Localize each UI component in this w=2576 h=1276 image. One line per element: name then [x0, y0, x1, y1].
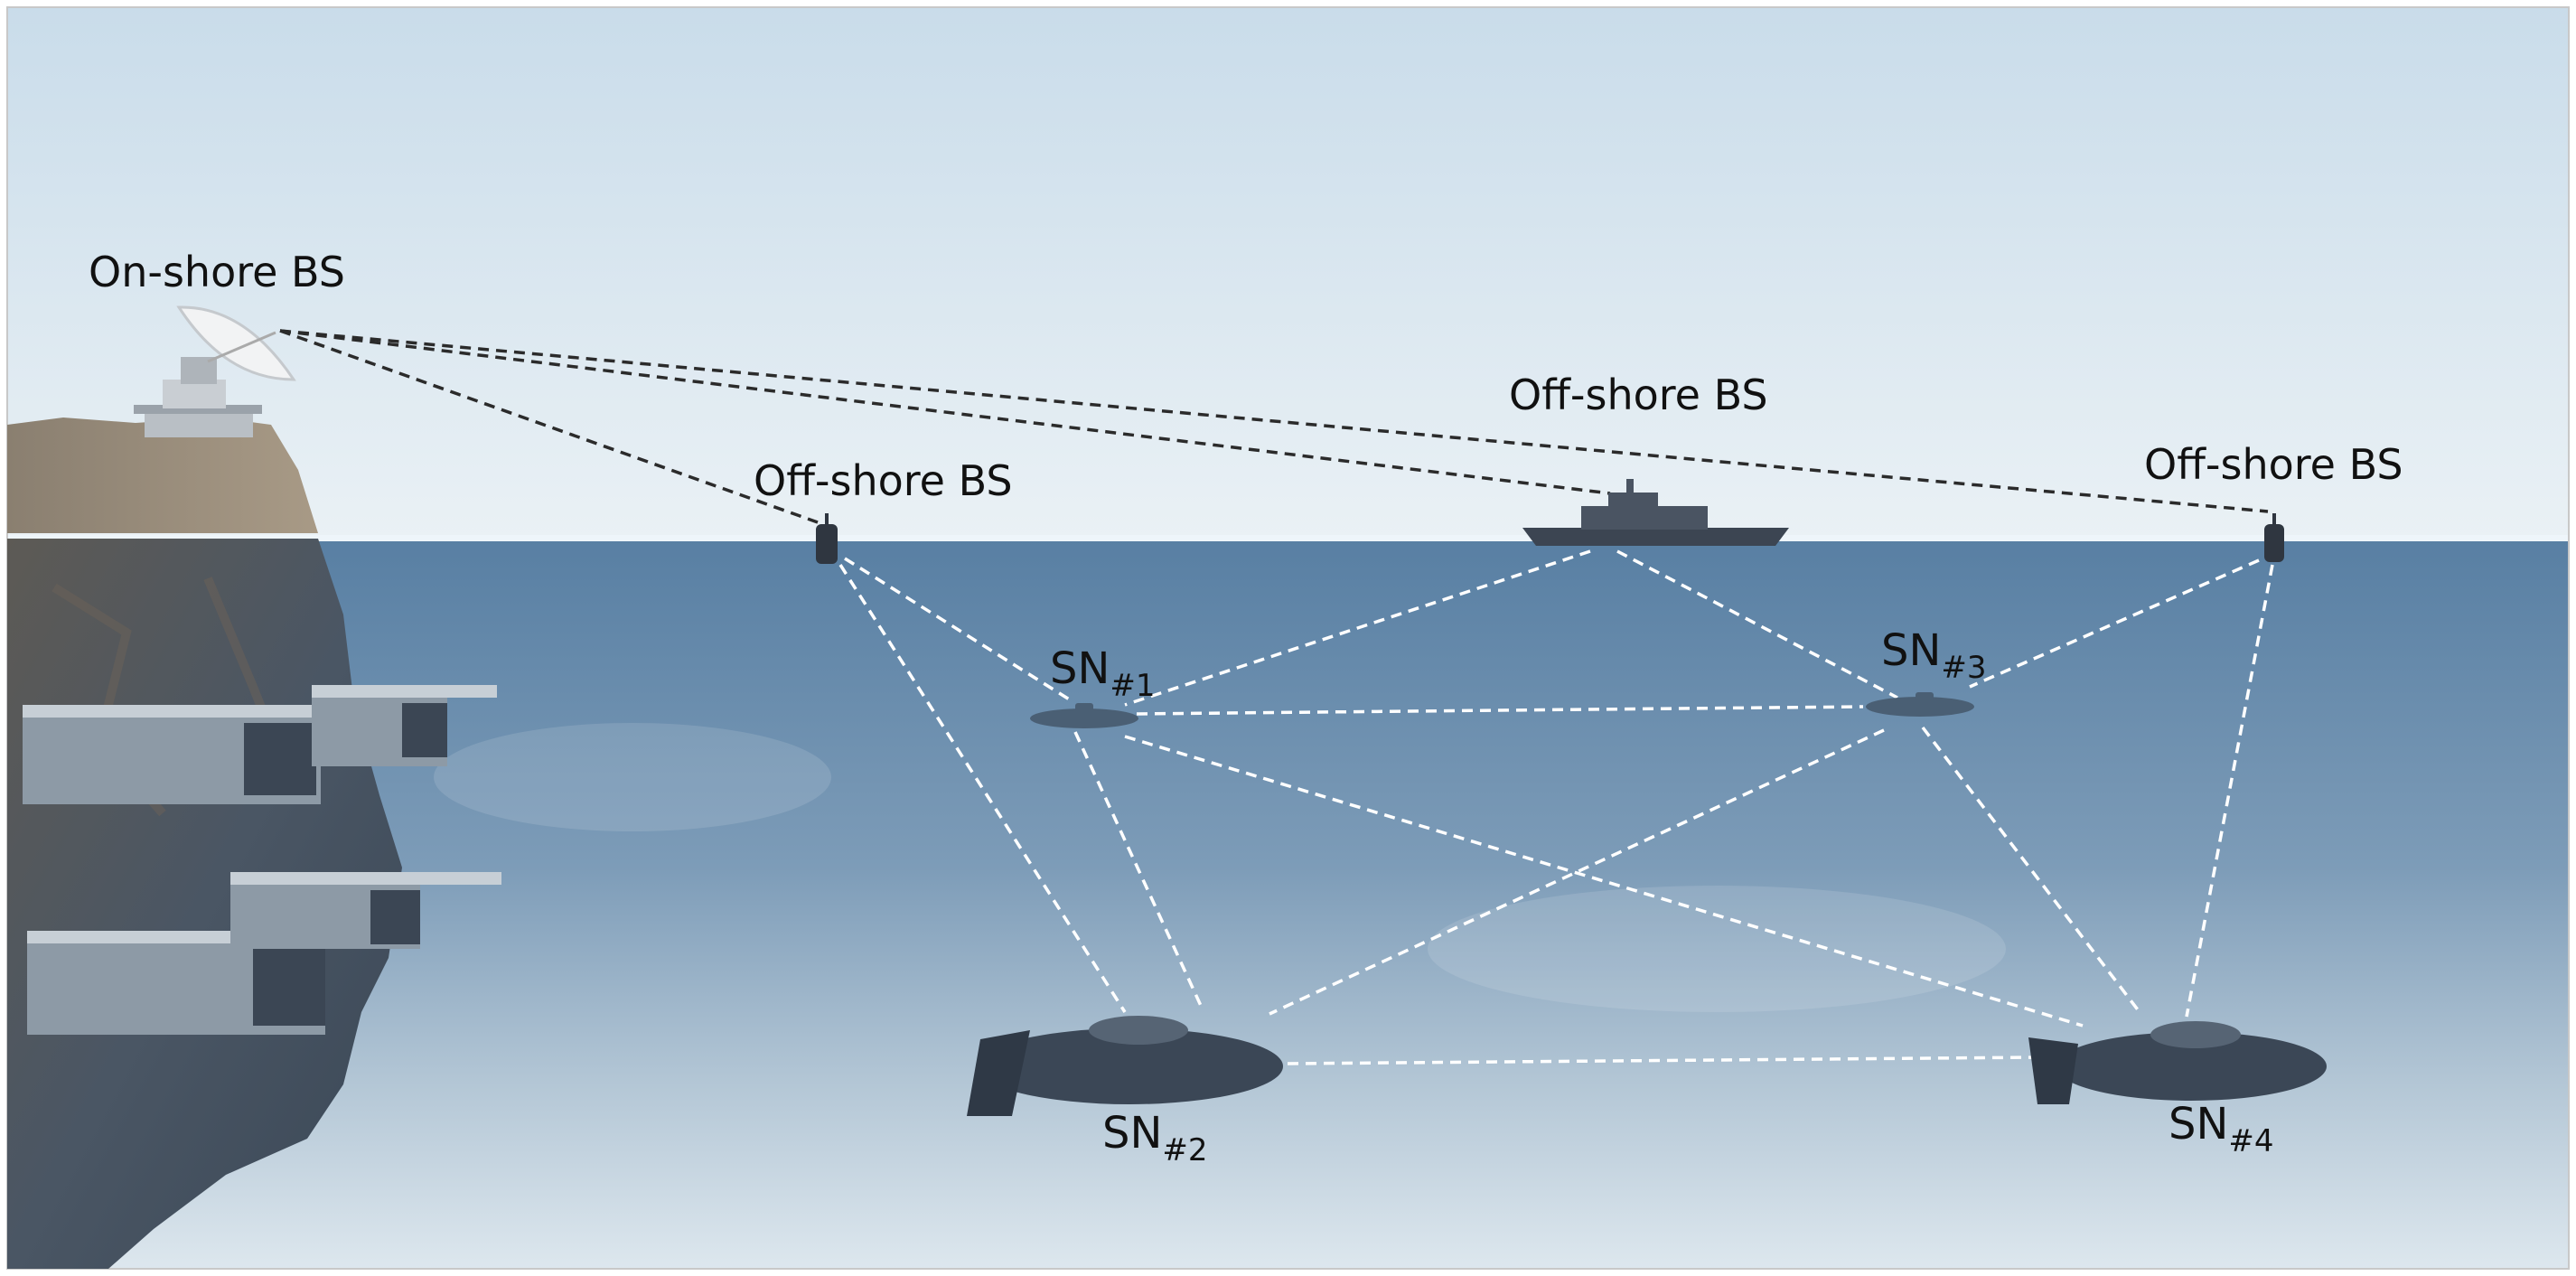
submarine-icon — [2028, 1021, 2327, 1104]
background — [6, 6, 2570, 1270]
link-onshore-buoy-right — [279, 329, 2269, 513]
buoy-icon — [2264, 513, 2284, 562]
link-sn2-sn4 — [1287, 1056, 2038, 1065]
satellite-dish-icon — [134, 305, 296, 437]
submarine-icon — [967, 1016, 1283, 1116]
link-sn3-sn2 — [1269, 728, 1885, 1016]
building-icon — [23, 685, 497, 804]
sn-label-2: SN#2 — [1102, 1108, 1208, 1168]
link-sn3-sn4 — [1921, 726, 2141, 1014]
ship-icon — [1522, 479, 1789, 546]
offshore-bs-label-right: Off-shore BS — [2144, 440, 2403, 489]
sky — [7, 7, 2569, 540]
surface-links — [279, 329, 2269, 524]
sn-label-3: SN#3 — [1881, 625, 1987, 686]
underwater-links — [838, 549, 2274, 1065]
building-icon — [27, 872, 501, 1035]
submarine-icon — [1030, 703, 1138, 728]
link-buoy-right-sn4 — [2185, 564, 2274, 1018]
link-buoy-left-sn2 — [838, 564, 1127, 1013]
sn-label-4: SN#4 — [2169, 1099, 2274, 1159]
link-sn1-sn3 — [1136, 705, 1864, 716]
link-onshore-buoy-left — [279, 329, 819, 524]
onshore-bs-label: On-shore BS — [89, 248, 345, 296]
link-sn1-sn2 — [1073, 731, 1204, 1009]
link-onshore-ship — [279, 329, 1611, 495]
water — [7, 539, 2569, 1269]
link-ship-sn1 — [1124, 549, 1591, 707]
light-haze — [1428, 886, 2006, 1012]
link-sn1-sn4 — [1124, 735, 2084, 1027]
link-ship-sn3 — [1616, 549, 1898, 699]
sn-label-1: SN#1 — [1050, 643, 1156, 704]
submarine-icon — [1866, 692, 1974, 717]
water-surface-line — [7, 535, 2569, 541]
light-haze — [434, 723, 831, 831]
buoy-icon — [816, 513, 838, 564]
offshore-bs-label-center: Off-shore BS — [1509, 371, 1768, 419]
link-buoy-right-sn3 — [1969, 558, 2260, 689]
link-buoy-left-sn1 — [844, 557, 1072, 702]
offshore-bs-label-left: Off-shore BS — [754, 456, 1013, 505]
